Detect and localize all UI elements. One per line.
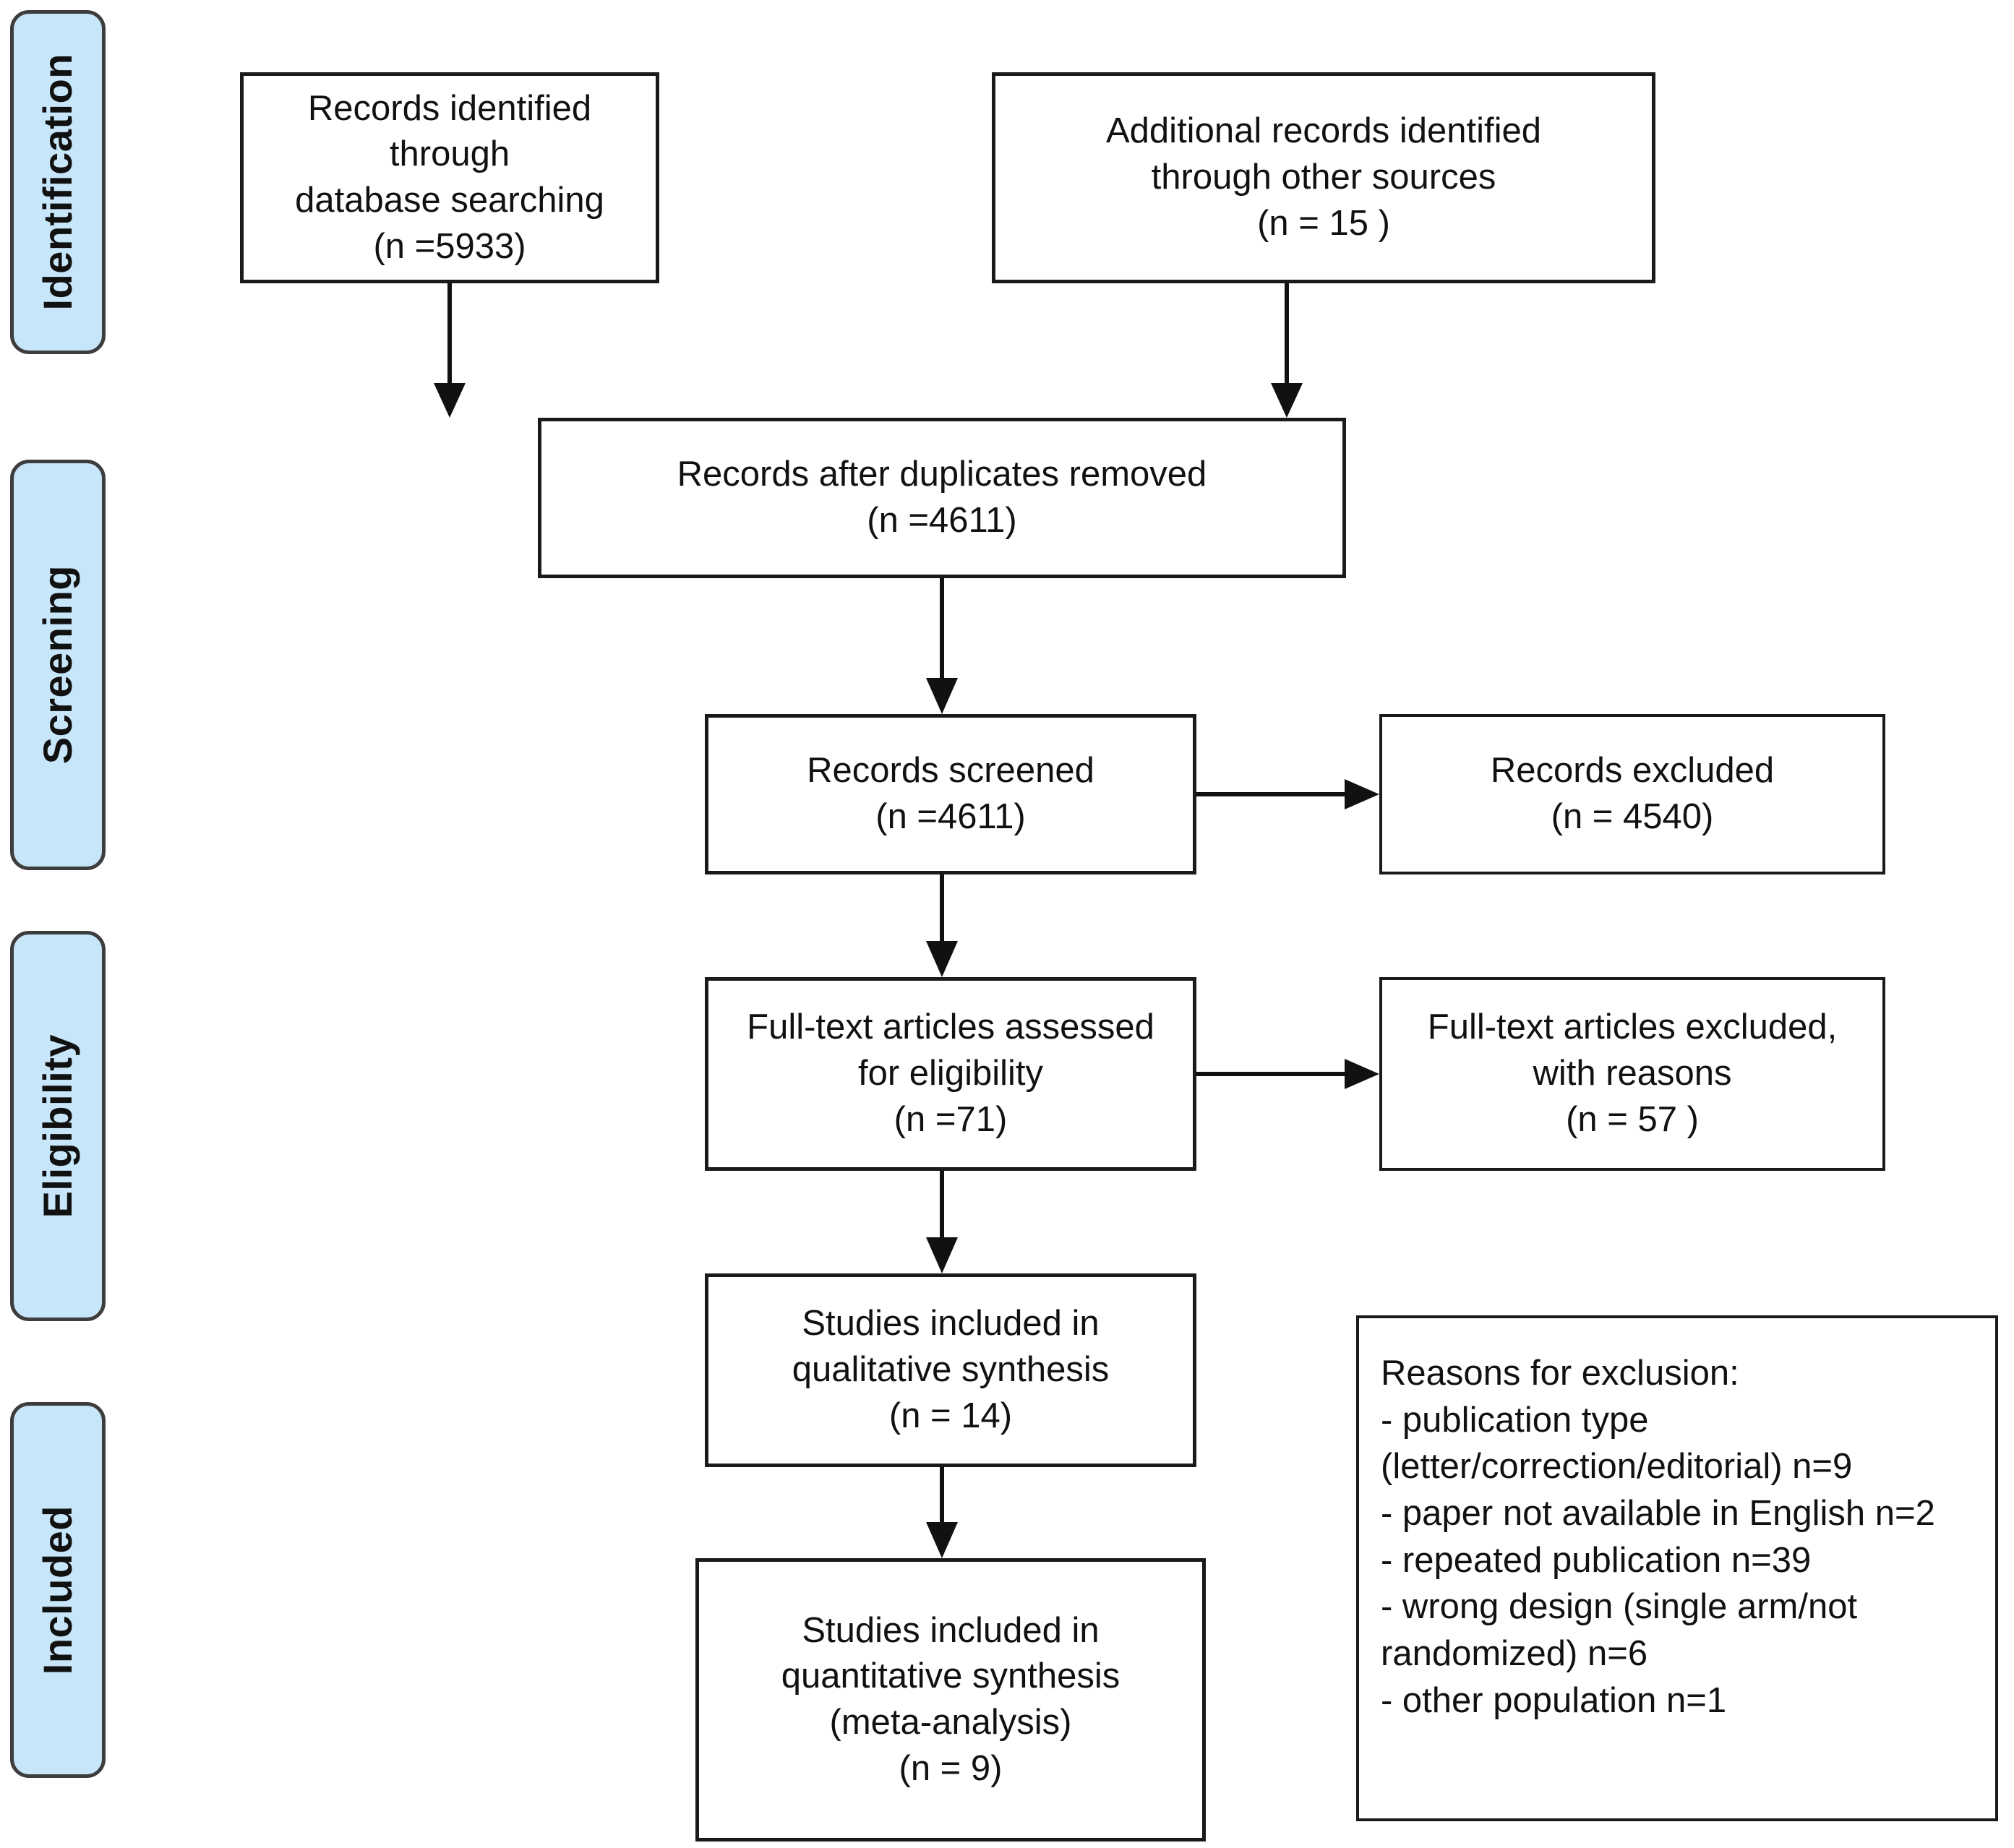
stage-label-included: Included: [10, 1402, 106, 1778]
box-records-identified: Records identified through database sear…: [240, 72, 659, 283]
box-duplicates-removed: Records after duplicates removed (n =461…: [538, 418, 1346, 578]
box-fulltext-assessed: Full-text articles assessed for eligibil…: [705, 977, 1196, 1171]
box-qualitative-synthesis: Studies included in qualitative synthesi…: [705, 1273, 1196, 1467]
box-fulltext-assessed-text: Full-text articles assessed for eligibil…: [747, 1007, 1154, 1139]
stage-label-identification-text: Identification: [35, 53, 80, 311]
box-records-identified-text: Records identified through database sear…: [295, 88, 604, 266]
box-records-screened: Records screened (n =4611): [705, 714, 1196, 874]
stage-label-eligibility: Eligibility: [10, 931, 106, 1321]
box-reasons-for-exclusion: Reasons for exclusion: - publication typ…: [1356, 1315, 1998, 1821]
stage-label-screening: Screening: [10, 460, 106, 870]
box-fulltext-excluded-text: Full-text articles excluded, with reason…: [1427, 1007, 1838, 1139]
box-records-excluded-text: Records excluded (n = 4540): [1490, 751, 1775, 836]
stage-label-eligibility-text: Eligibility: [35, 1033, 80, 1219]
box-reasons-for-exclusion-text: Reasons for exclusion: - publication typ…: [1381, 1354, 1935, 1720]
box-additional-records: Additional records identified through ot…: [992, 72, 1655, 283]
box-qualitative-synthesis-text: Studies included in qualitative synthesi…: [792, 1304, 1110, 1435]
box-additional-records-text: Additional records identified through ot…: [1106, 111, 1541, 243]
box-records-excluded: Records excluded (n = 4540): [1379, 714, 1885, 874]
box-records-screened-text: Records screened (n =4611): [807, 751, 1094, 836]
box-fulltext-excluded: Full-text articles excluded, with reason…: [1379, 977, 1885, 1171]
box-duplicates-removed-text: Records after duplicates removed (n =461…: [677, 455, 1207, 540]
stage-label-included-text: Included: [35, 1505, 80, 1675]
box-quantitative-synthesis-text: Studies included in quantitative synthes…: [781, 1610, 1120, 1788]
stage-label-screening-text: Screening: [35, 565, 80, 765]
stage-label-identification: Identification: [10, 10, 106, 354]
box-quantitative-synthesis: Studies included in quantitative synthes…: [695, 1558, 1206, 1841]
